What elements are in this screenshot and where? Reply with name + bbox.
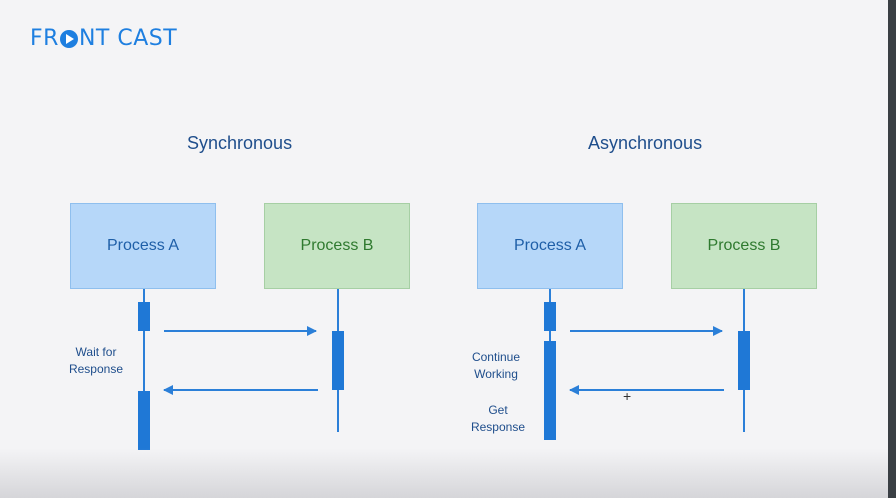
front-cast-logo: FR NT CAST [30,26,177,51]
window-edge [888,0,896,498]
async-continue-line-1: Continue [471,350,521,364]
logo-text-start: FR [30,26,59,51]
sync-process-a: Process A [70,203,216,289]
async-activation-b [738,331,750,390]
async-get-line-1: Get [488,403,508,417]
sync-process-b: Process B [264,203,410,289]
bottom-shadow [0,448,896,498]
sync-note-line-1: Wait for [75,345,117,359]
sync-activation-a-1 [138,302,150,331]
async-activation-a-2 [544,341,556,440]
sync-note-line-2: Response [68,362,124,376]
sync-activation-a-2 [138,391,150,450]
async-process-a: Process A [477,203,623,289]
async-activation-a-1 [544,302,556,331]
crosshair-cursor-icon: + [623,388,632,404]
async-continue-line-2: Working [474,367,518,381]
sync-activation-b [332,331,344,390]
sync-wait-note: Wait for Response [60,344,132,378]
async-continue-note: Continue Working [458,349,534,383]
logo-text-end: NT CAST [78,26,178,51]
async-process-b: Process B [671,203,817,289]
play-icon [59,29,78,48]
sync-title: Synchronous [187,133,293,153]
sync-lifeline-a [143,289,145,449]
async-title: Asynchronous [588,133,703,153]
async-get-line-2: Response [470,420,526,434]
async-get-note: Get Response [458,402,538,436]
